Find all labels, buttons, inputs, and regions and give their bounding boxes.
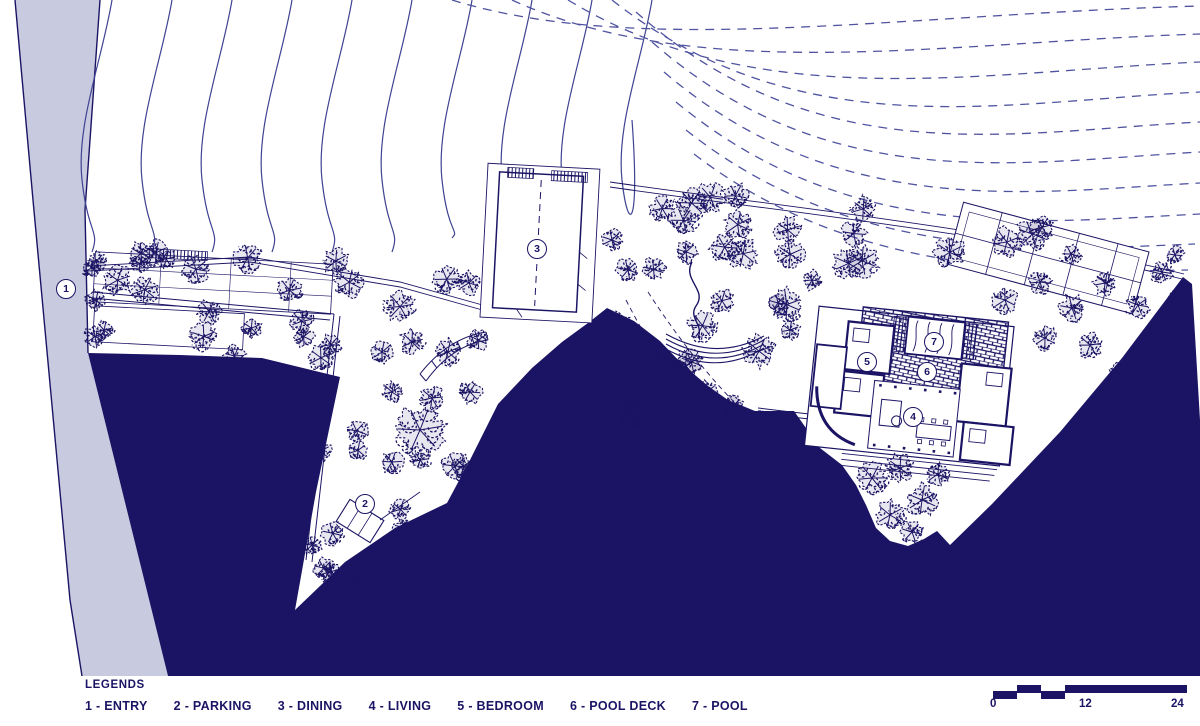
marker-parking: 2 [355,494,375,514]
marker-pool-deck: 6 [917,362,937,382]
marker-pool-number: 7 [931,336,937,348]
legend-item-bedroom: 5 - BEDROOM [457,699,544,713]
legend-heading: LEGENDS [85,679,145,691]
legend-item-pool-deck: 6 - POOL DECK [569,699,666,713]
marker-pool-deck-number: 6 [924,366,930,378]
legend-row: 1 - ENTRY 2 - PARKING 3 - DINING 4 - LIV… [85,699,748,713]
scale-label-12: 12 [1079,698,1092,710]
scale-bar-baseline [993,691,1187,693]
marker-dining: 3 [527,239,547,259]
marker-living-number: 4 [910,411,916,423]
marker-bedroom-number: 5 [864,356,870,368]
marker-bedroom: 5 [857,352,877,372]
marker-entry-number: 1 [63,283,69,295]
site-plan-drawing [14,0,1200,676]
marker-living: 4 [903,407,923,427]
scale-bar-segment [1041,693,1065,699]
legend-item-parking: 2 - PARKING [173,699,252,713]
scale-label-24: 24 [1171,698,1184,710]
marker-dining-number: 3 [534,243,540,255]
legend-item-dining: 3 - DINING [277,699,343,713]
scale-bar-segment [1089,685,1187,691]
legend-item-living: 4 - LIVING [368,699,432,713]
scale-bar-segment [1017,685,1041,691]
scale-bar-segment [1065,685,1089,691]
marker-entry: 1 [56,279,76,299]
scale-bar: 0 12 24 [990,685,1187,713]
marker-pool: 7 [924,332,944,352]
marker-parking-number: 2 [362,498,368,510]
legend-item-entry: 1 - ENTRY [85,699,148,713]
scale-label-0: 0 [990,698,997,710]
scale-bar-segment [993,693,1017,699]
legend-item-pool: 7 - POOL [691,699,748,713]
